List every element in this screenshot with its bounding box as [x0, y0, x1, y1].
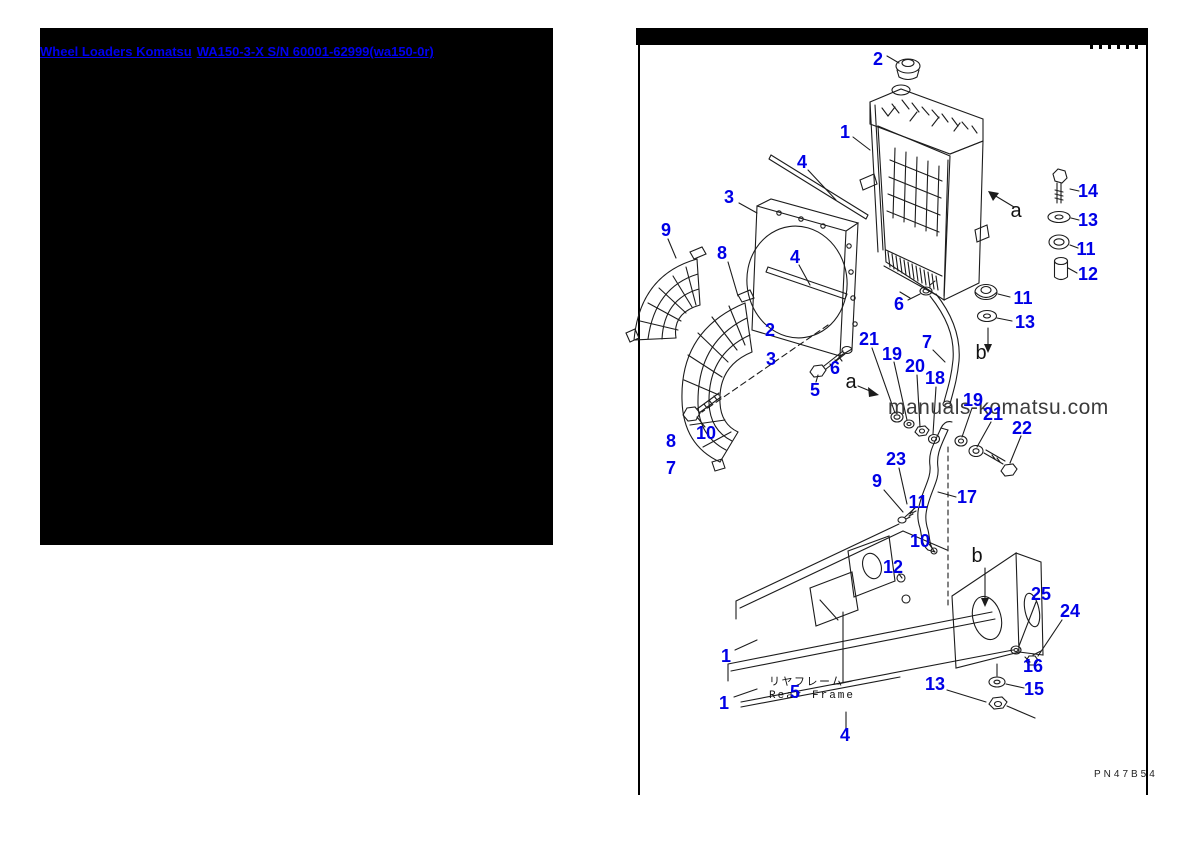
callout-3: 3: [765, 349, 777, 369]
callout-25: 25: [1030, 584, 1052, 604]
sheet-tick: [1099, 45, 1102, 49]
callout-6: 6: [829, 358, 841, 378]
callout-12: 12: [882, 557, 904, 577]
callout-8: 8: [716, 243, 728, 263]
left-image-mask: [40, 28, 553, 545]
callout-20: 20: [904, 356, 926, 376]
breadcrumb: Wheel Loaders Komatsu WA150-3-X S/N 60001…: [40, 44, 439, 59]
callout-15: 15: [1023, 679, 1045, 699]
callout-7: 7: [921, 332, 933, 352]
callout-11: 11: [1013, 288, 1033, 308]
watermark: manuals-komatsu.com: [888, 396, 1109, 419]
callout-4: 4: [839, 725, 851, 745]
sheet-tick: [1126, 45, 1129, 49]
callout-4: 4: [796, 152, 808, 172]
callout-9: 9: [871, 471, 883, 491]
callout-12: 12: [1077, 264, 1099, 284]
sheet-tick: [1108, 45, 1111, 49]
sheet-tick: [1135, 45, 1138, 49]
callout-3: 3: [723, 187, 735, 207]
callout-1: 1: [718, 693, 730, 713]
callout-6: 6: [893, 294, 905, 314]
rear-frame-caption-en: Rear Frame: [769, 689, 856, 702]
callout-19: 19: [881, 344, 903, 364]
callout-23: 23: [885, 449, 907, 469]
callout-19: 19: [962, 390, 984, 410]
callout-7: 7: [665, 458, 677, 478]
callout-2: 2: [872, 49, 884, 69]
callout-5: 5: [809, 380, 821, 400]
callout-11: 11: [1076, 239, 1096, 259]
callout-14: 14: [1077, 181, 1099, 201]
rear-frame-caption: リヤフレーム Rear Frame: [769, 676, 855, 704]
callout-17: 17: [956, 487, 978, 507]
view-letter-b: b: [971, 545, 983, 567]
callout-9: 9: [660, 220, 672, 240]
callout-10: 10: [909, 531, 931, 551]
callout-4: 4: [789, 247, 801, 267]
view-letter-a: a: [1010, 200, 1022, 222]
view-letter-b: b: [975, 342, 987, 364]
callout-1: 1: [839, 122, 851, 142]
sheet-top-bar: [636, 28, 1148, 45]
callout-2: 2: [764, 320, 776, 340]
sheet-right-border: [1146, 45, 1148, 795]
callout-10: 10: [695, 423, 717, 443]
view-letter-a: a: [845, 371, 857, 393]
callout-1: 1: [720, 646, 732, 666]
callout-24: 24: [1059, 601, 1081, 621]
catalog-link-model-family[interactable]: Wheel Loaders Komatsu: [40, 44, 192, 59]
sheet-tick: [1090, 45, 1093, 49]
catalog-link-serial[interactable]: WA150-3-X S/N 60001-62999(wa150-0r): [196, 44, 434, 59]
callout-21: 21: [858, 329, 880, 349]
callout-5: 5: [789, 682, 801, 702]
callout-13: 13: [1014, 312, 1036, 332]
plate-code: PN47B54: [1094, 769, 1158, 780]
callout-11: 11: [908, 492, 928, 512]
sheet-tick: [1117, 45, 1120, 49]
callout-16: 16: [1022, 656, 1044, 676]
sheet-left-border: [638, 45, 640, 795]
callout-18: 18: [924, 368, 946, 388]
callout-22: 22: [1011, 418, 1033, 438]
callout-13: 13: [924, 674, 946, 694]
callout-13: 13: [1077, 210, 1099, 230]
callout-8: 8: [665, 431, 677, 451]
callout-21: 21: [982, 404, 1004, 424]
rear-frame-caption-jp: リヤフレーム: [769, 676, 844, 688]
